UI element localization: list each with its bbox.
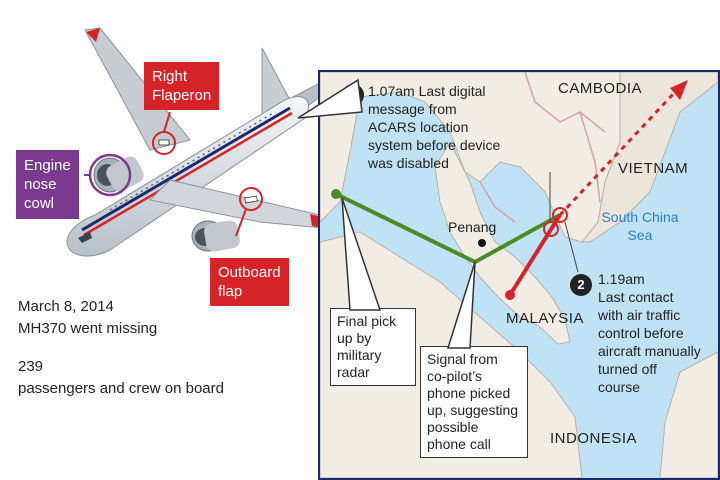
radar-callout: Final pick up by military radar [330, 308, 416, 386]
event-1-text: 1.07am Last digital message from ACARS l… [368, 82, 558, 172]
radar-line-4: radar [337, 364, 370, 380]
penang-label: Penang [448, 219, 497, 235]
outboard-flap-label: Outboard flap [210, 258, 289, 306]
phone-line-1: Signal from [427, 351, 498, 367]
event-1-line-2: message from [368, 101, 457, 117]
phone-line-5: possible [427, 419, 479, 435]
airplane-illustration [66, 27, 327, 257]
event-1-line-4: system before device [368, 137, 501, 153]
radar-line-1: Final pick [337, 313, 397, 329]
indonesia-label: INDONESIA [550, 430, 638, 447]
event-2-line-5: aircraft manually [598, 343, 701, 359]
event-2-text: 1.19am Last contact with air traffic con… [598, 270, 714, 396]
count-text: 239 [18, 358, 44, 375]
outboard-line-2: flap [218, 283, 243, 300]
phone-callout: Signal from co-pilot’s phone picked up, … [420, 346, 528, 458]
engine-nose-cowl-label: Engine nose cowl [16, 150, 79, 219]
engine-line-1: Engine [24, 157, 71, 174]
event-2-line-3: with air traffic [598, 307, 681, 323]
flaperon-line-2: Flaperon [152, 87, 212, 104]
phone-line-2: co-pilot’s [427, 368, 482, 384]
event-1-line-1: 1.07am Last digital [368, 83, 486, 99]
facts-block: March 8, 2014 MH370 went missing 239 pas… [18, 296, 224, 400]
radar-line-3: military [337, 347, 382, 363]
phone-line-4: up, suggesting [427, 402, 519, 418]
sea-line-1: South China [601, 209, 679, 225]
engine-line-3: cowl [24, 195, 55, 212]
engine-line-2: nose [24, 176, 57, 193]
south-china-sea-label: South China Sea [590, 208, 690, 244]
date-text: March 8, 2014 [18, 298, 114, 315]
event-2-line-7: course [598, 379, 641, 395]
phone-line-6: phone call [427, 436, 491, 452]
cambodia-label: CAMBODIA [558, 80, 643, 97]
outboard-line-1: Outboard [218, 264, 281, 281]
map-panel: CAMBODIA VIETNAM MALAYSIA INDONESIA Sout… [318, 70, 720, 480]
vietnam-label: VIETNAM [618, 160, 689, 177]
flaperon-line-1: Right [152, 68, 188, 85]
sea-line-2: Sea [627, 227, 653, 243]
event-2-line-4: control before [598, 325, 684, 341]
phone-line-3: phone picked [427, 385, 511, 401]
radar-line-2: up by [337, 330, 372, 346]
malaysia-label: MALAYSIA [506, 310, 584, 327]
count-label: passengers and crew on board [18, 380, 224, 397]
missing-text: MH370 went missing [18, 320, 158, 337]
event-2-line-2: Last contact [598, 289, 674, 305]
event-2-line-6: turned off [598, 361, 657, 377]
event-1-badge: 1 [342, 84, 364, 106]
right-flaperon-label: Right Flaperon [144, 62, 220, 110]
event-1-line-5: was disabled [368, 155, 449, 171]
event-2-line-1: 1.19am [598, 271, 645, 287]
event-2-badge: 2 [570, 274, 592, 296]
event-1-line-3: ACARS location [368, 119, 469, 135]
